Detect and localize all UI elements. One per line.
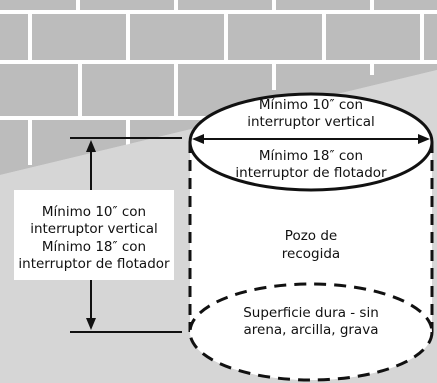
side-label-background: [14, 190, 174, 280]
bottom-label-line2: arena, arcilla, grava: [244, 322, 379, 338]
center-label-line2: recogida: [282, 246, 340, 262]
depth-arrow: [86, 140, 96, 330]
side-label-line3: Mínimo 18″ con: [42, 239, 146, 255]
top-label-line4: interruptor de flotador: [235, 165, 387, 181]
top-label-line1: Mínimo 10″ con: [259, 97, 363, 113]
pit-bottom-ellipse: [188, 282, 434, 382]
top-label-line2: interruptor vertical: [247, 114, 375, 130]
top-label-line3: Mínimo 18″ con: [259, 148, 363, 164]
side-label-line1: Mínimo 10″ con: [42, 204, 146, 220]
side-label-line4: interruptor de flotador: [18, 256, 170, 272]
diameter-arrow: [192, 134, 430, 144]
center-label-line1: Pozo de: [285, 228, 337, 244]
side-label-line2: interruptor vertical: [30, 221, 158, 237]
bottom-label-line1: Superficie dura - sin: [243, 305, 379, 321]
